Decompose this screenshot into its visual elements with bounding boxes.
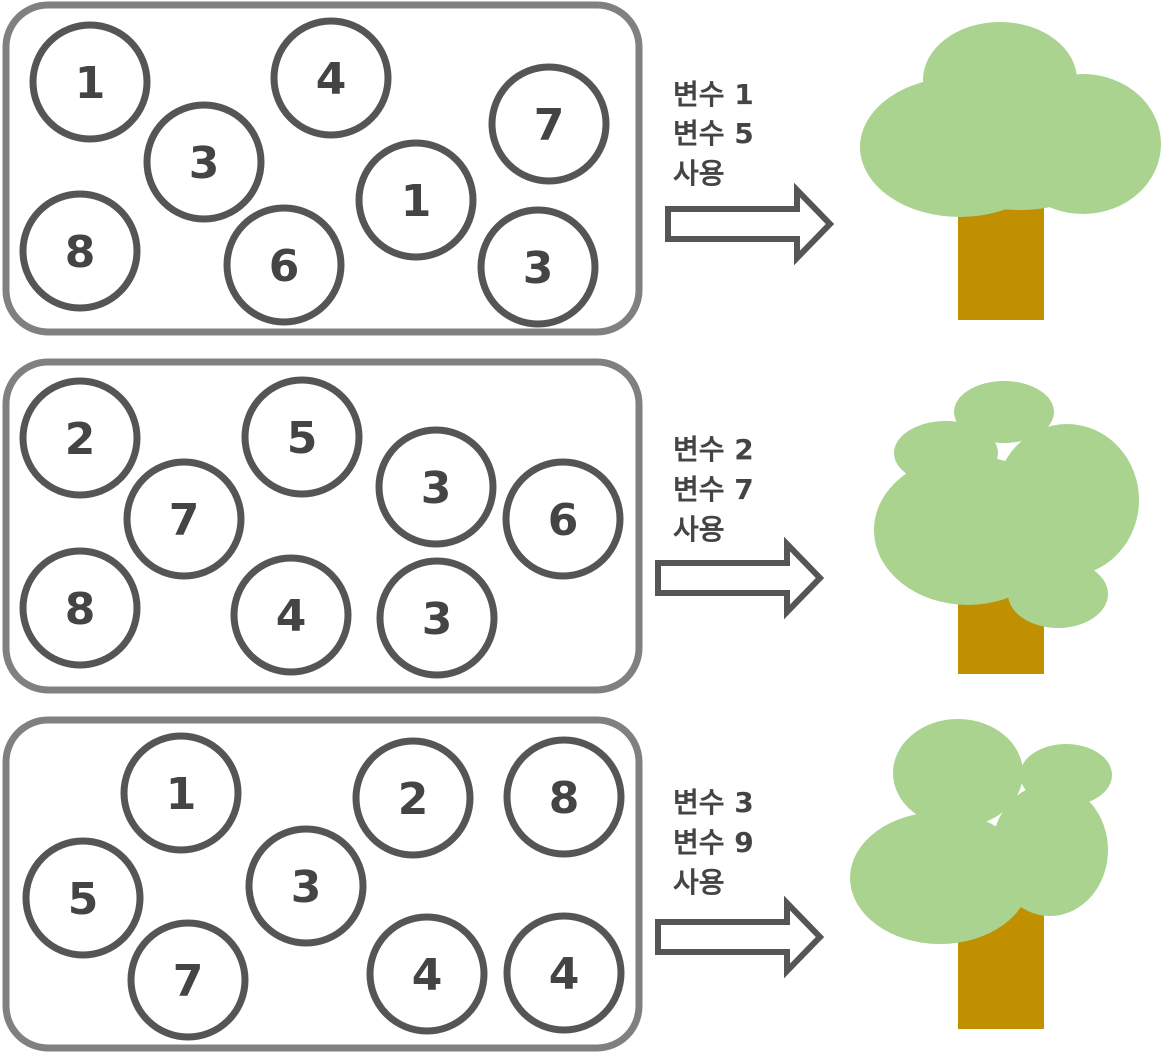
sample-value: 4: [549, 949, 580, 1000]
tree-icon-bushy: [874, 381, 1139, 674]
variable-label: 변수 5: [673, 117, 754, 150]
sample-circle: 8: [19, 547, 141, 669]
bootstrap-row-2: 2 5 3 6 7 8 4 3 변수 2 변수 7: [2, 358, 1139, 694]
variable-label: 변수 1: [673, 78, 754, 111]
right-arrow-icon: [665, 182, 835, 266]
sample-circle: 8: [19, 190, 141, 312]
sample-value: 7: [534, 100, 565, 151]
sample-circle: 7: [488, 63, 610, 185]
sample-circle: 7: [127, 919, 249, 1041]
sample-value: 5: [68, 874, 99, 925]
sample-value: 3: [421, 463, 452, 514]
sample-value: 6: [548, 495, 579, 546]
sample-circle: 5: [22, 837, 144, 959]
sample-circle: 1: [120, 732, 242, 854]
sample-circle: 3: [245, 825, 367, 947]
sample-value: 3: [189, 138, 220, 189]
sample-value: 8: [549, 773, 580, 824]
variable-label: 변수 2: [673, 433, 754, 466]
variable-label: 사용: [673, 866, 725, 899]
sample-circle: 3: [143, 101, 265, 223]
sample-circle: 2: [352, 737, 474, 859]
right-arrow-icon: [655, 536, 825, 620]
sample-circle: 5: [241, 376, 363, 498]
sample-value: 1: [401, 176, 432, 227]
sample-value: 2: [65, 414, 96, 465]
sample-value: 3: [523, 243, 554, 294]
sample-value: 7: [169, 495, 200, 546]
sample-value: 4: [276, 591, 307, 642]
sample-value: 1: [75, 58, 106, 109]
sample-circle: 4: [366, 913, 488, 1035]
sample-value: 5: [287, 413, 318, 464]
sample-circle: 4: [230, 554, 352, 676]
sample-circle: 3: [477, 206, 599, 328]
variable-label: 변수 9: [673, 826, 754, 859]
sample-circle: 3: [375, 426, 497, 548]
tree-foliage: [874, 381, 1139, 628]
sample-value: 3: [422, 594, 453, 645]
sample-value: 7: [173, 956, 204, 1007]
sample-circle: 1: [29, 21, 151, 143]
sample-value: 1: [166, 769, 197, 820]
variable-label: 변수 3: [673, 786, 754, 819]
sample-circle: 1: [355, 139, 477, 261]
variable-label: 사용: [673, 157, 725, 190]
tree-foliage: [860, 22, 1161, 217]
sample-value: 2: [398, 774, 429, 825]
variable-label: 사용: [673, 513, 725, 546]
sample-circle: 7: [123, 458, 245, 580]
sample-circle: 2: [19, 377, 141, 499]
tree-foliage: [850, 719, 1112, 944]
sample-value: 8: [65, 584, 96, 635]
sample-circle: 8: [503, 736, 625, 858]
bootstrap-row-3: 1 2 8 3 5 7 4 4 변수 3 변수 9: [2, 716, 1112, 1052]
right-arrow-icon: [655, 895, 825, 979]
sample-circle: 4: [503, 912, 625, 1034]
sample-value: 4: [316, 54, 347, 105]
sample-value: 3: [291, 862, 322, 913]
sample-value: 8: [65, 227, 96, 278]
sample-circle: 6: [223, 204, 345, 326]
tree-icon-round: [860, 22, 1161, 320]
sample-circle: 6: [502, 458, 624, 580]
sample-value: 4: [412, 950, 443, 1001]
variable-label: 변수 7: [673, 473, 754, 506]
sample-value: 6: [269, 241, 300, 292]
bootstrap-row-1: 1 4 7 3 1 8 6 3 변수 1 변수 5: [2, 1, 1161, 336]
sample-circle: 3: [376, 557, 498, 679]
sample-circle: 4: [270, 17, 392, 139]
tree-icon-lopsided: [850, 719, 1112, 1029]
